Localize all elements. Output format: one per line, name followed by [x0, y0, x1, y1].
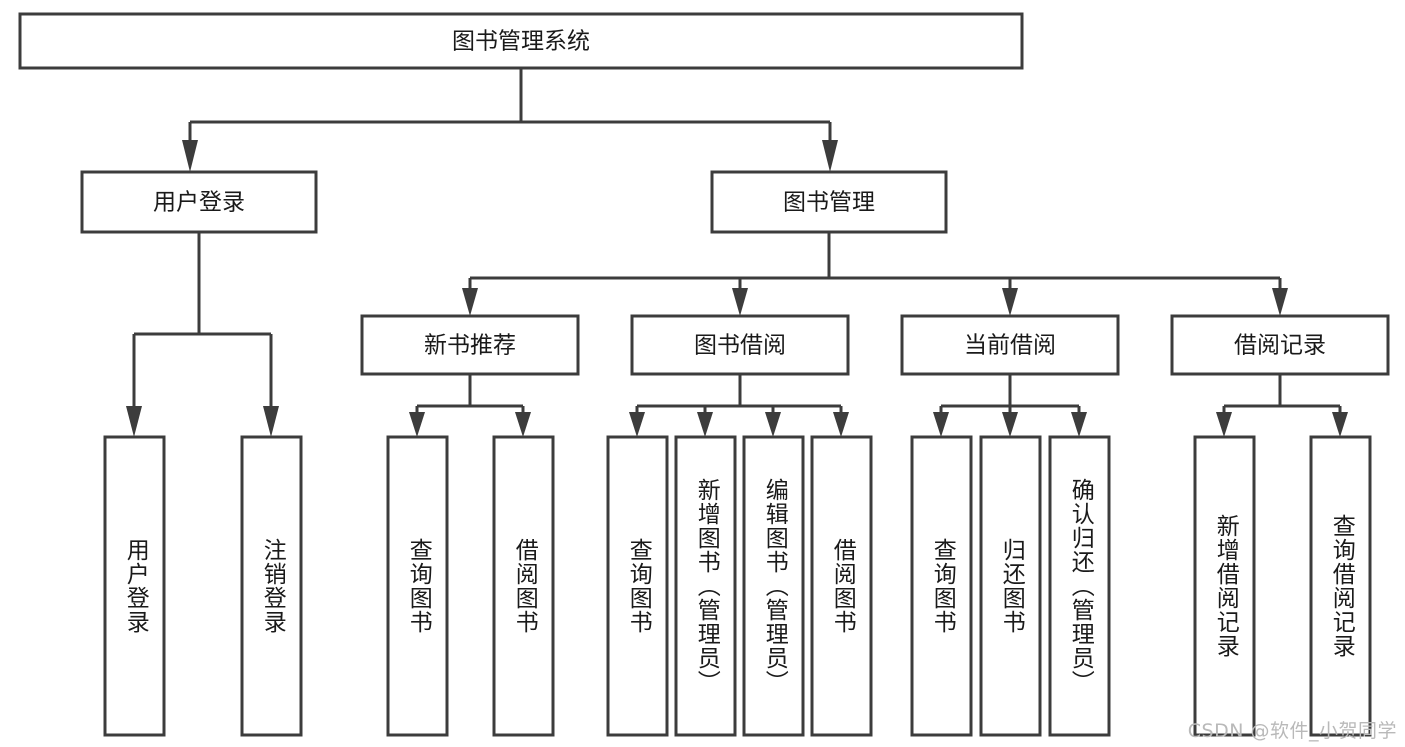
node-box-leaf-borrow-1[interactable]: [606, 435, 669, 737]
node-box-user-login[interactable]: [80, 170, 318, 234]
node-box-leaf-record-2[interactable]: [1309, 435, 1372, 737]
node-box-leaf-current-2[interactable]: [979, 435, 1042, 737]
node-box-leaf-recommend-1[interactable]: [386, 435, 449, 737]
connector-group-new-book-recommend: [409, 374, 531, 437]
node-label-root: 图书管理系统: [452, 29, 590, 55]
node-label-current-borrow: 当前借阅: [964, 333, 1056, 359]
connector-group-root: [182, 68, 838, 172]
connector-group-user-login: [126, 232, 279, 437]
node-box-leaf-record-1[interactable]: [1193, 435, 1256, 737]
node-box-new-book-recommend[interactable]: [360, 314, 580, 376]
arrowhead-borrow-leaf-2: [697, 412, 713, 437]
connector-group-book-borrow: [629, 374, 849, 437]
node-box-leaf-user-1[interactable]: [103, 435, 166, 737]
node-box-leaf-borrow-3[interactable]: [742, 435, 805, 737]
node-box-borrow-record[interactable]: [1170, 314, 1390, 376]
arrowhead-book-to-recommend: [462, 288, 478, 316]
connector-group-book-manage: [462, 232, 1288, 316]
arrowhead-recommend-leaf-1: [409, 412, 425, 437]
connector-group-current-borrow: [933, 374, 1087, 437]
node-box-leaf-recommend-2[interactable]: [492, 435, 555, 737]
node-box-book-borrow[interactable]: [630, 314, 850, 376]
arrowhead-book-to-record: [1272, 288, 1288, 316]
arrowhead-borrow-leaf-1: [629, 412, 645, 437]
node-label-book-manage: 图书管理: [783, 190, 875, 216]
node-label-new-book-recommend: 新书推荐: [424, 333, 516, 359]
arrowhead-user-leaf-2: [263, 406, 279, 437]
arrowhead-record-leaf-1: [1216, 412, 1232, 437]
arrowhead-borrow-leaf-3: [765, 412, 781, 437]
arrowhead-root-to-book: [822, 140, 838, 172]
node-label-borrow-record: 借阅记录: [1234, 333, 1326, 359]
node-label-book-borrow: 图书借阅: [694, 333, 786, 359]
node-box-root[interactable]: [18, 12, 1024, 70]
arrowhead-current-leaf-3: [1071, 412, 1087, 437]
node-box-leaf-current-1[interactable]: [910, 435, 973, 737]
arrowhead-book-to-current: [1002, 288, 1018, 316]
node-box-leaf-borrow-2[interactable]: [674, 435, 737, 737]
node-label-user-login: 用户登录: [153, 190, 245, 216]
arrowhead-book-to-borrow: [732, 288, 748, 316]
node-box-leaf-current-3[interactable]: [1048, 435, 1111, 737]
node-box-leaf-borrow-4[interactable]: [810, 435, 873, 737]
node-box-leaf-user-2[interactable]: [240, 435, 303, 737]
arrowhead-record-leaf-2: [1332, 412, 1348, 437]
arrowhead-user-leaf-1: [126, 406, 142, 437]
arrowhead-recommend-leaf-2: [515, 412, 531, 437]
watermark-text: CSDN @软件_小贺同学: [1187, 720, 1397, 742]
arrowhead-current-leaf-1: [933, 412, 949, 437]
node-box-current-borrow[interactable]: [900, 314, 1120, 376]
node-box-book-manage[interactable]: [710, 170, 948, 234]
arrowhead-root-to-user: [182, 140, 198, 172]
arrowhead-borrow-leaf-4: [833, 412, 849, 437]
connector-group-borrow-record: [1216, 374, 1348, 437]
arrowhead-current-leaf-2: [1002, 412, 1018, 437]
